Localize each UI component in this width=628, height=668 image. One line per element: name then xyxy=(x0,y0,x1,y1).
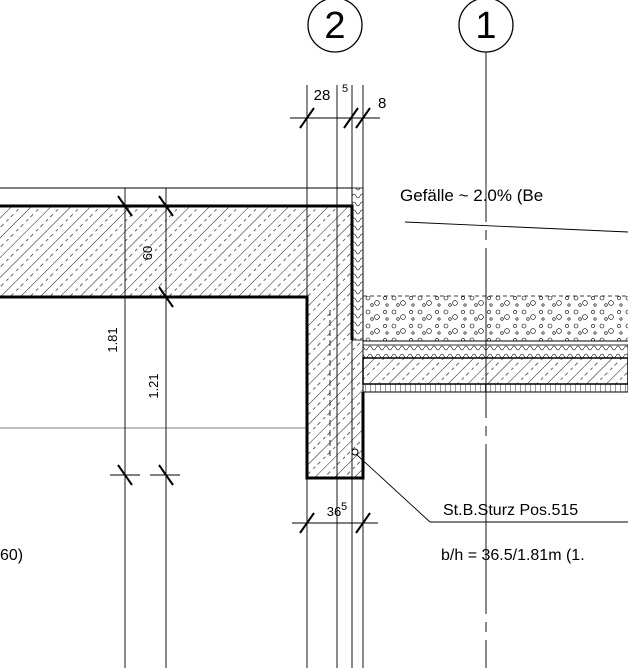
svg-text:5: 5 xyxy=(341,501,347,513)
left-fragment-note: 60) xyxy=(0,547,23,564)
svg-text:28: 28 xyxy=(314,87,331,104)
concrete-slab xyxy=(0,204,365,480)
lintel-leader xyxy=(351,448,628,523)
inner-dashed-contour xyxy=(329,310,353,460)
lintel-title-note: St.B.Sturz Pos.515 xyxy=(443,502,578,519)
slope-note: Gefälle ~ 2.0% (Be xyxy=(400,186,543,205)
svg-text:5: 5 xyxy=(342,83,348,95)
svg-text:60: 60 xyxy=(140,246,155,260)
dimension-top: 28 5 8 xyxy=(290,83,386,129)
lintel-size-note: b/h = 36.5/1.81m (1. xyxy=(441,547,585,564)
dimension-bottom: 36 5 xyxy=(292,501,378,534)
svg-text:8: 8 xyxy=(378,95,386,112)
slope-line xyxy=(404,221,628,233)
axis-marker-1: 1 xyxy=(458,0,514,53)
svg-text:36: 36 xyxy=(327,504,341,519)
axis-marker-2: 2 xyxy=(307,0,363,53)
svg-text:1.21: 1.21 xyxy=(146,373,161,398)
svg-text:2: 2 xyxy=(324,5,345,47)
svg-text:1.81: 1.81 xyxy=(105,327,120,352)
roof-buildup xyxy=(362,295,628,393)
svg-text:1: 1 xyxy=(475,5,496,47)
wall-insulation-strip xyxy=(351,187,364,341)
dimension-wall-height: 60 1.81 1.21 xyxy=(105,195,180,486)
